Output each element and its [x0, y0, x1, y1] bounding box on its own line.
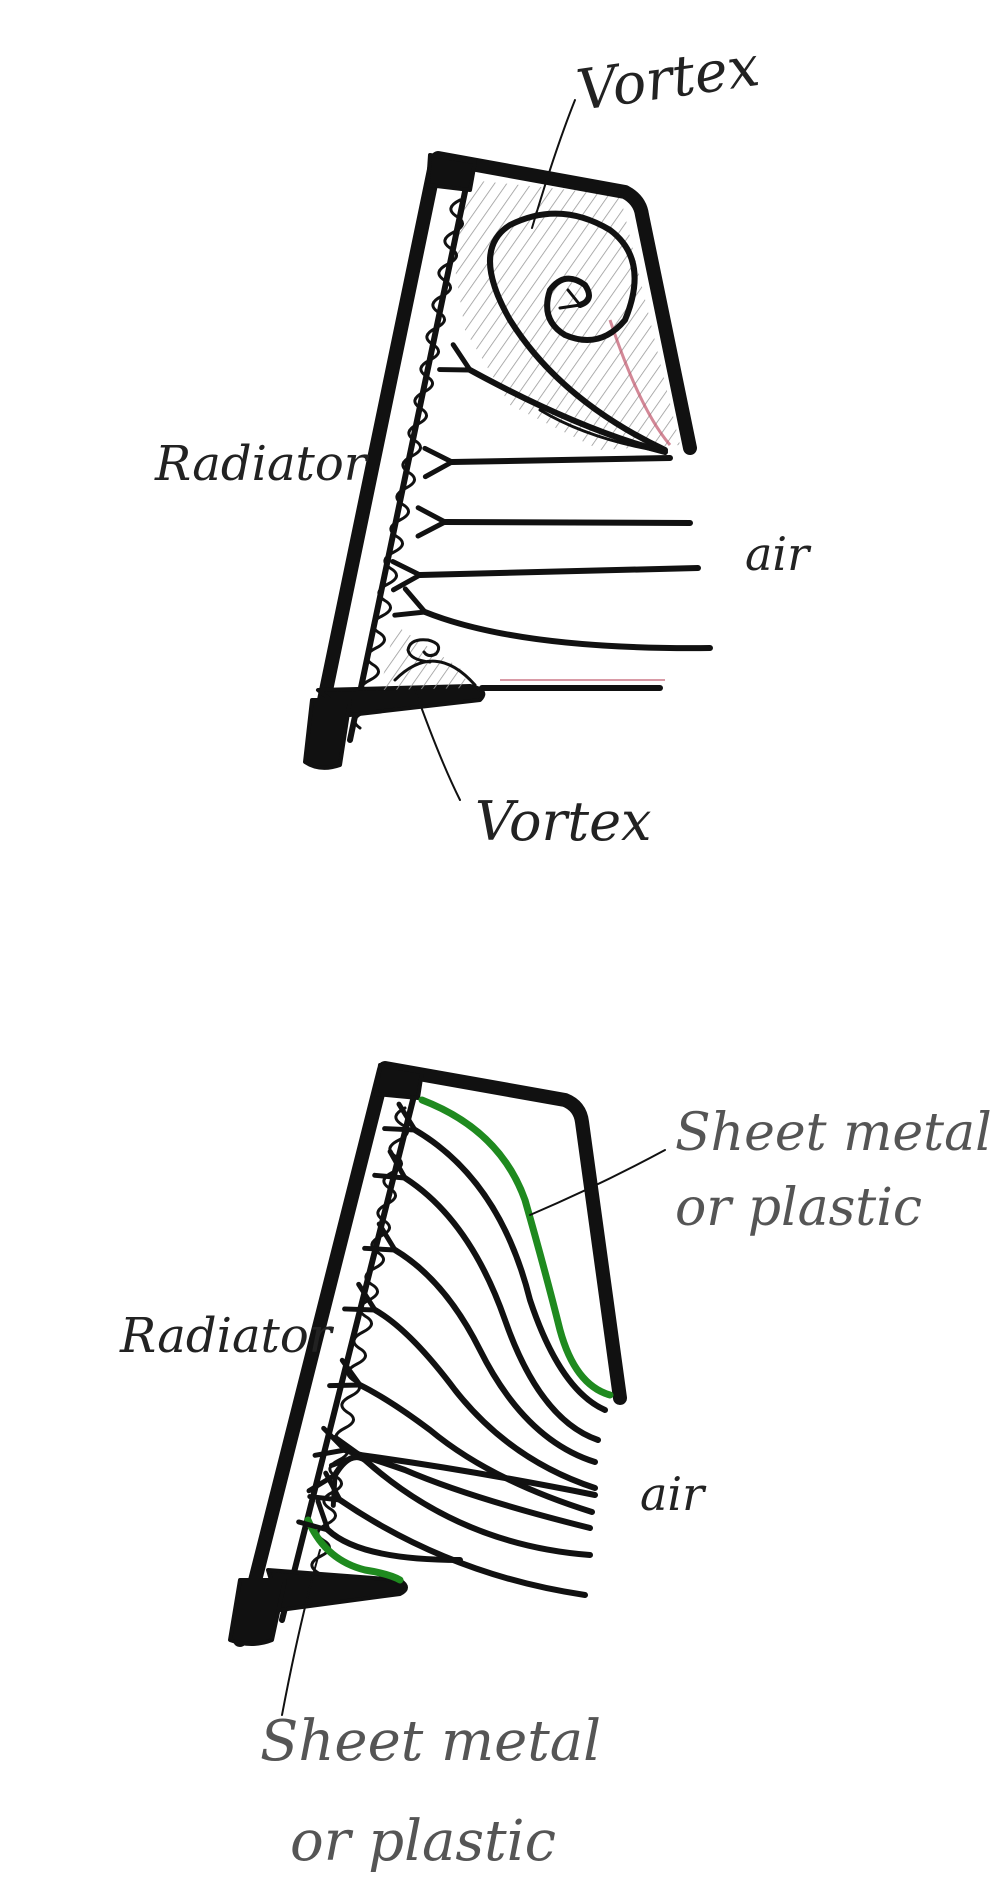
bottom-sheet-upper-pointer [529, 1149, 666, 1216]
top-vortex-streamline-2 [538, 408, 667, 454]
bottom-flow-arrow-3 [362, 1221, 598, 1465]
bottom-radiator-cap [374, 1063, 424, 1100]
top-radiator-base [303, 698, 352, 770]
top-air-label: air [745, 527, 812, 581]
bottom-sheet-metal-upper [418, 1096, 614, 1399]
bottom-radiator-left-wall [233, 1063, 391, 1647]
top-vortex-inner-arrow [558, 288, 582, 310]
top-diagram: Vortex Radiator air Vortex [154, 34, 812, 853]
top-vortex-spiral [487, 210, 668, 453]
bottom-vortex-spiral [393, 638, 477, 687]
bottom-flow-arrow-8 [306, 1454, 593, 1558]
bottom-flow-arrow-1 [382, 1101, 608, 1413]
top-vortex-streamline-1 [437, 342, 668, 455]
top-air-arrow-4 [392, 586, 713, 652]
bottom-sheet-lower-pointer [281, 1549, 321, 1716]
top-air-arrow-2 [415, 505, 693, 539]
bottom-sheet-metal-lower [304, 1516, 404, 1584]
top-radiator-fins [353, 198, 464, 730]
bottom-sheet-upper-label-line2: or plastic [675, 1178, 922, 1238]
bottom-sheet-upper-label-line1: Sheet metal [675, 1103, 992, 1163]
bottom-flow-arrow-7 [328, 1434, 598, 1498]
bottom-diagram: Radiator air Sheet metal or plastic Shee… [119, 1061, 992, 1874]
bottom-vortex-label: Vortex [475, 790, 651, 853]
bottom-flow-arrow-2 [372, 1149, 601, 1443]
top-radiator-label: Radiator [154, 436, 370, 492]
bottom-air-label: air [640, 1467, 707, 1521]
bottom-flow-arrow-10 [296, 1498, 463, 1563]
bottom-sheet-lower-label-line1: Sheet metal [260, 1709, 601, 1774]
top-vortex-pointer [531, 99, 576, 229]
top-vortex-tint [608, 319, 672, 446]
top-radiator-cap [426, 153, 477, 192]
bottom-radiator-label: Radiator [119, 1308, 335, 1364]
top-duct-housing [431, 151, 697, 455]
top-vortex-label: Vortex [573, 34, 763, 124]
top-air-arrow-3 [390, 559, 701, 593]
bottom-sheet-lower-label-line2: or plastic [290, 1809, 556, 1874]
top-bottom-lip [316, 684, 486, 717]
bottom-duct-housing [378, 1061, 627, 1405]
bottom-flow-arrow-5 [327, 1357, 595, 1515]
bottom-vortex-pointer [414, 689, 461, 801]
bottom-flow-arrow-4 [342, 1281, 598, 1491]
bottom-radiator-base [228, 1578, 287, 1646]
bottom-vortex-hatch [380, 625, 470, 690]
top-radiator-left-wall [305, 153, 443, 765]
top-air-arrow-1 [422, 445, 673, 480]
